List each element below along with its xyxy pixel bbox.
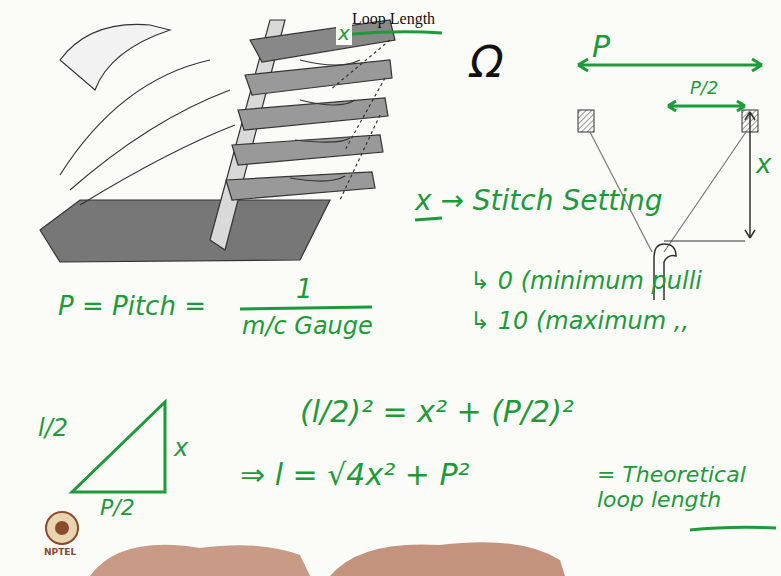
underline <box>352 32 442 34</box>
handwritten-label: P/2 <box>690 78 718 99</box>
handwritten-label: 1 <box>296 275 313 305</box>
handwritten-label: (l/2)² = x² + (P/2)² <box>300 395 574 430</box>
fraction-bar <box>240 307 372 309</box>
handwritten-label: NPTEL <box>44 547 76 557</box>
handwritten-label: ↳ 0 (minimum pulli <box>470 268 702 296</box>
handwritten-label: x <box>174 435 188 463</box>
loop-geometry <box>578 59 762 300</box>
underline <box>690 527 776 530</box>
right-triangle <box>72 402 165 492</box>
hands <box>90 542 565 576</box>
handwritten-label: l/2 <box>38 415 68 443</box>
handwritten-label: ⇒ l = √4x² + P² <box>240 458 470 493</box>
handwritten-label: Ω <box>470 38 504 89</box>
handwritten-label: = Theoretical loop length <box>597 462 777 513</box>
handwritten-label: P <box>592 30 610 65</box>
handwritten-label: x → Stitch Setting <box>415 185 725 217</box>
nptel-logo <box>46 512 78 544</box>
handwritten-label: Loop Length <box>352 10 435 28</box>
underline <box>415 218 442 220</box>
handwritten-label: P/2 <box>100 495 135 520</box>
handwritten-label: x <box>336 22 352 45</box>
handwritten-label: ↳ 10 (maximum ,, <box>470 308 689 336</box>
handwritten-label: m/c Gauge <box>242 313 373 341</box>
handwritten-label: P = Pitch = <box>58 292 206 322</box>
handwritten-label: x <box>756 150 771 180</box>
sinker-illustration <box>40 20 395 262</box>
